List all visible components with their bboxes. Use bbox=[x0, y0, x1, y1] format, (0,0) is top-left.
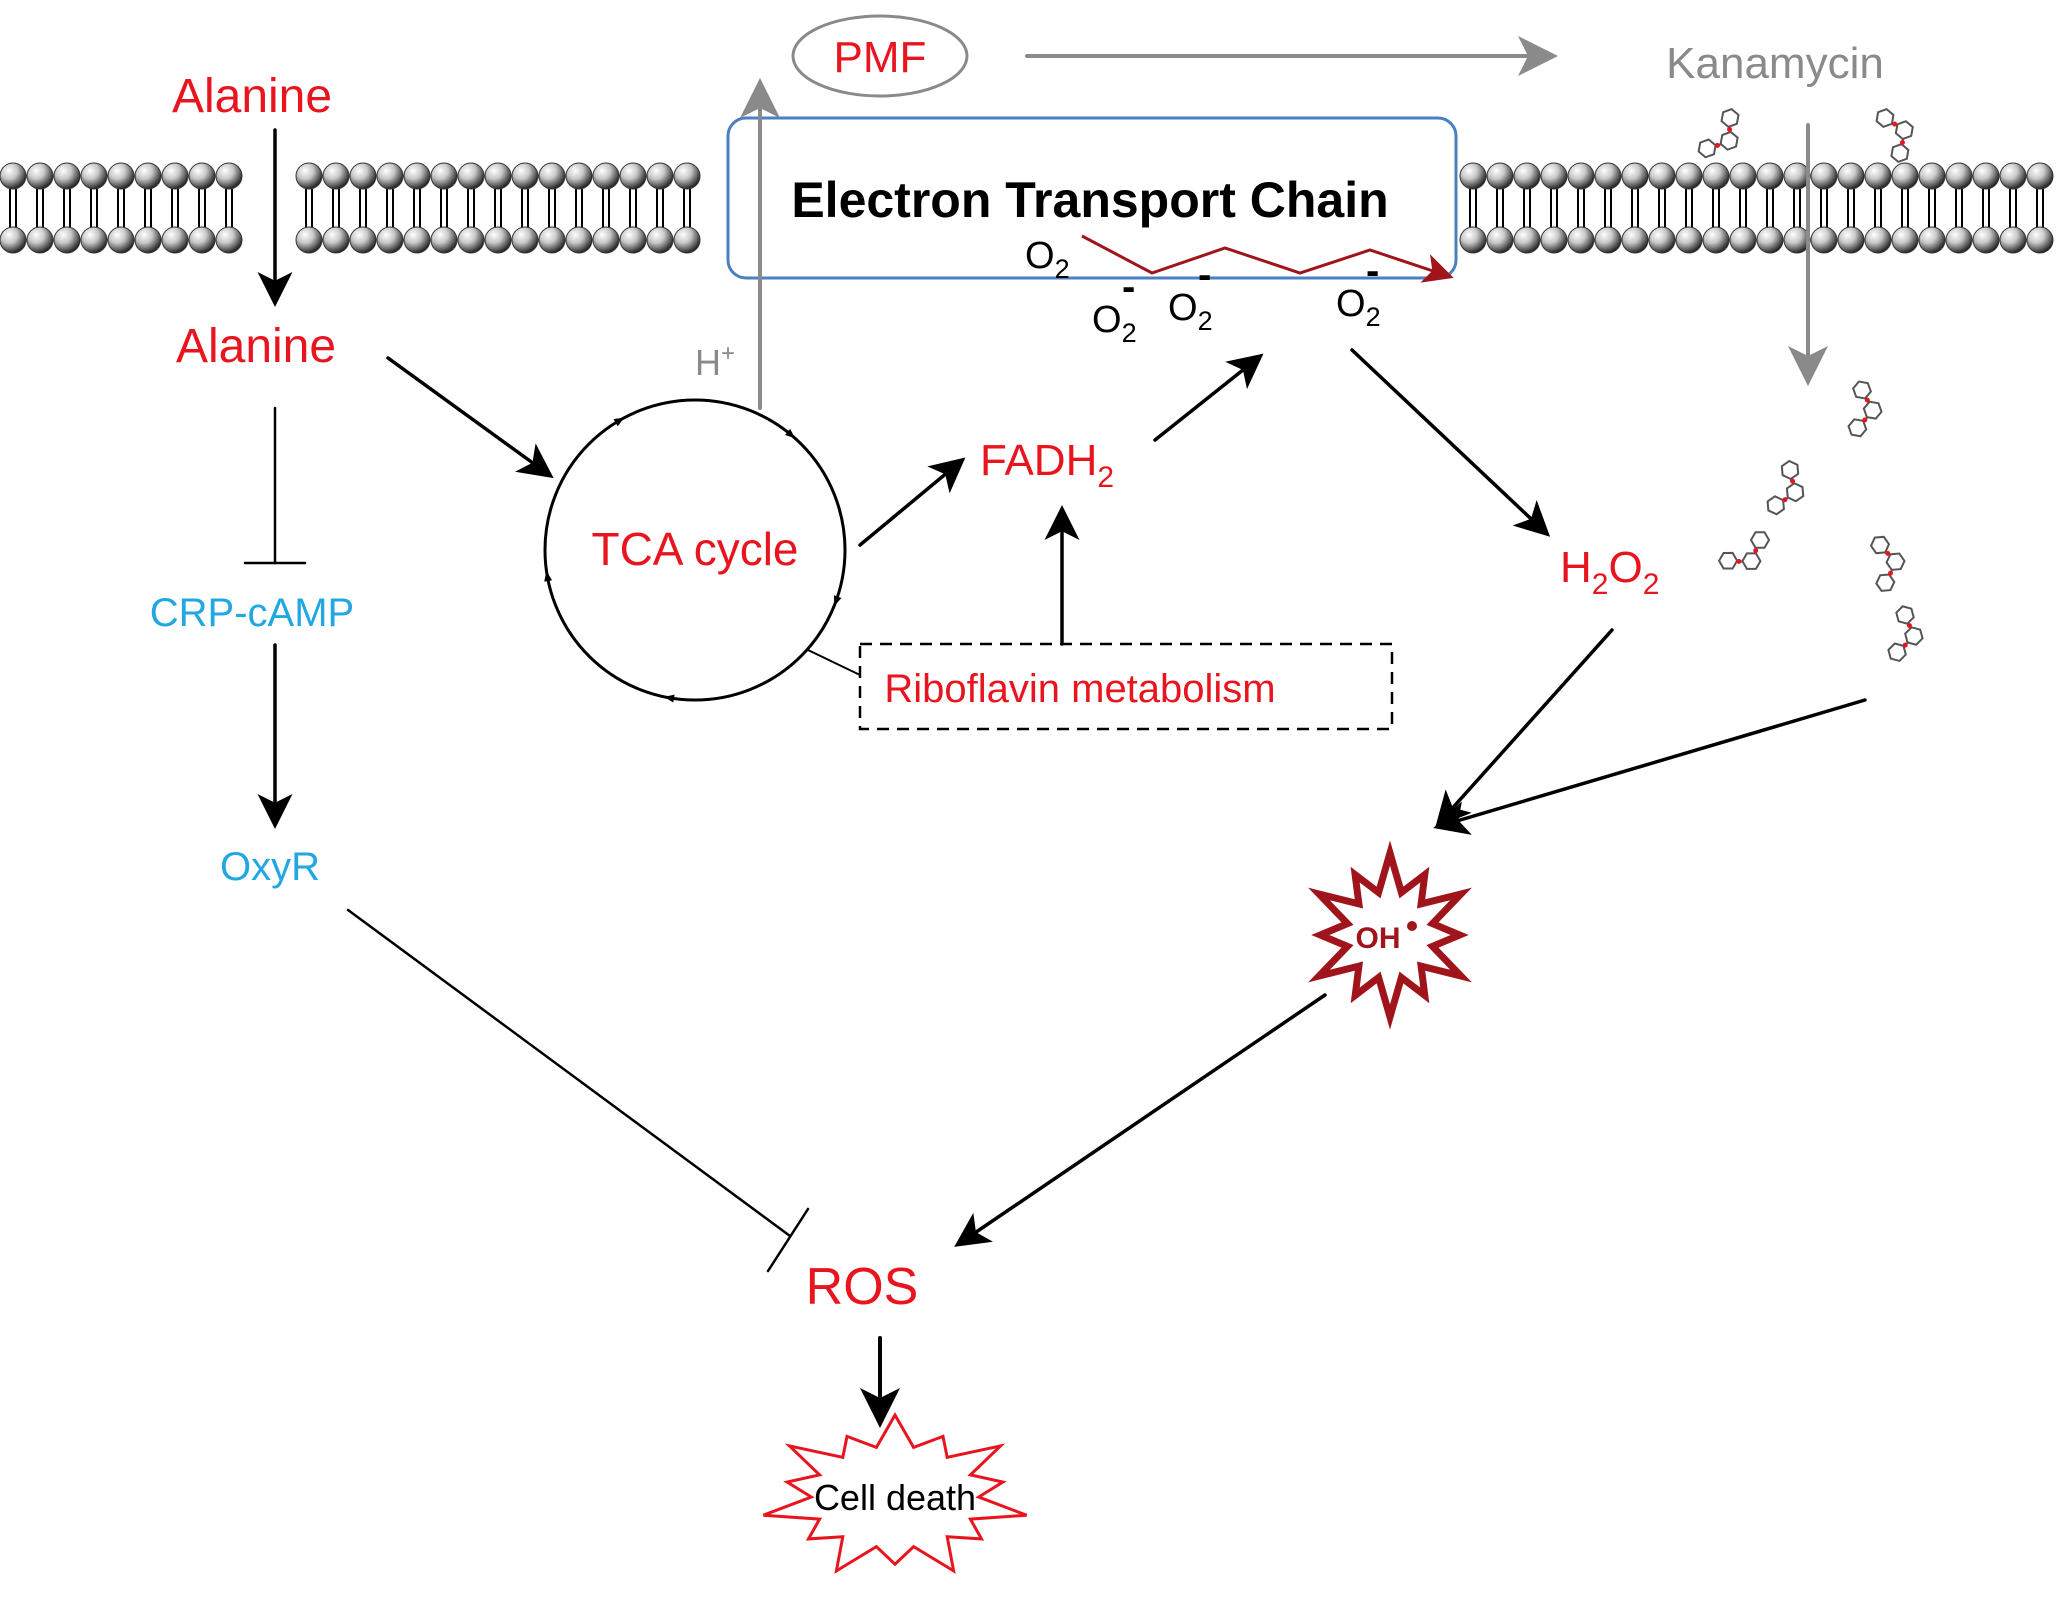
cell-death-node: Cell death bbox=[762, 1411, 1028, 1574]
superoxide-label-1: O2 - bbox=[1092, 265, 1137, 348]
svg-text:O2: O2 bbox=[1092, 299, 1137, 348]
etc-label: Electron Transport Chain bbox=[791, 172, 1388, 228]
kanamycin-label: Kanamycin bbox=[1666, 39, 1884, 88]
tca-cycle-node: TCA cycle bbox=[543, 398, 847, 703]
svg-text:O2: O2 bbox=[1168, 287, 1213, 336]
crp-camp-label: CRP-cAMP bbox=[150, 591, 354, 635]
cell-membrane bbox=[0, 162, 2054, 254]
alanine-inside-label: Alanine bbox=[176, 320, 336, 373]
alanine-outside-label: Alanine bbox=[172, 70, 332, 123]
etc-box: Electron Transport Chain bbox=[726, 116, 1458, 280]
oxyr-label: OxyR bbox=[220, 845, 320, 889]
svg-text:PMF: PMF bbox=[834, 33, 927, 82]
arrows bbox=[243, 36, 1867, 1428]
kanamycin-molecules bbox=[1697, 107, 1924, 663]
svg-text:-: - bbox=[1122, 265, 1135, 309]
riboflavin-node: Riboflavin metabolism bbox=[858, 642, 1394, 731]
svg-text:Riboflavin metabolism: Riboflavin metabolism bbox=[884, 667, 1275, 711]
h-plus-label: H+ bbox=[695, 340, 735, 383]
svg-text:-: - bbox=[1366, 249, 1379, 293]
svg-text:OH: OH bbox=[1356, 922, 1401, 955]
fadh2-label: FADH2 bbox=[980, 436, 1114, 494]
svg-text:TCA cycle: TCA cycle bbox=[591, 523, 798, 575]
svg-text:Cell death: Cell death bbox=[814, 1477, 976, 1518]
hydroxyl-radical-node: OH bbox=[1308, 840, 1472, 1030]
superoxide-label-3: O2 - bbox=[1336, 249, 1381, 332]
pmf-node: PMF bbox=[791, 14, 969, 98]
electron-path bbox=[1081, 234, 1454, 283]
o2-label: O2 bbox=[1025, 235, 1070, 284]
svg-text:-: - bbox=[1198, 253, 1211, 297]
svg-text:O2: O2 bbox=[1336, 283, 1381, 332]
ros-label: ROS bbox=[806, 1258, 919, 1316]
superoxide-label-2: O2 - bbox=[1168, 253, 1213, 336]
h2o2-label: H2O2 bbox=[1560, 543, 1659, 601]
